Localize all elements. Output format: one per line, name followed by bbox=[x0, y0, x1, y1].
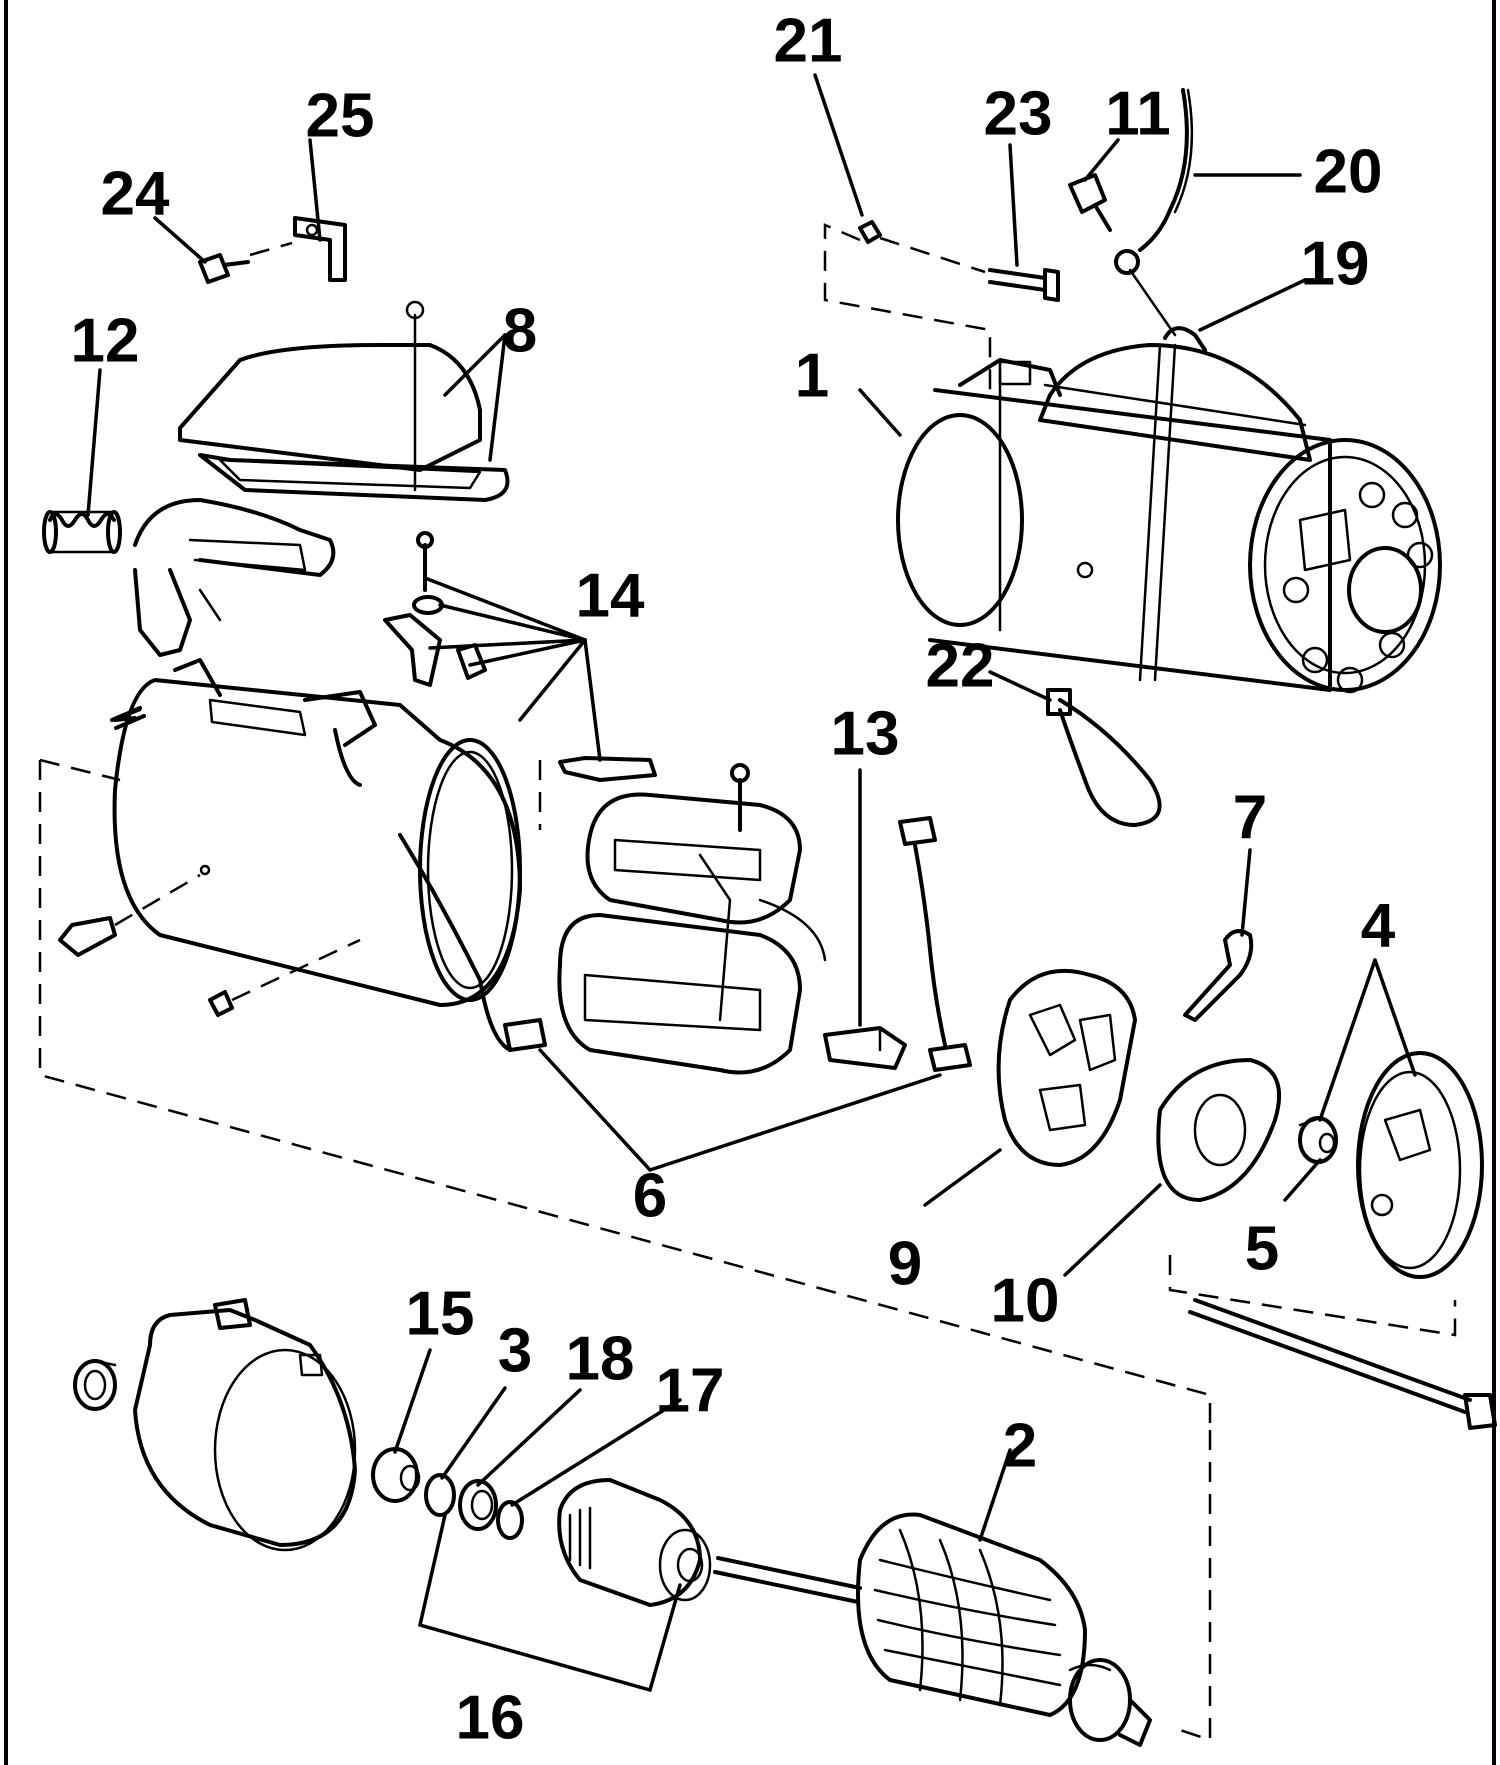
part-brush-holder bbox=[823, 1026, 907, 1070]
part-terminal-screw bbox=[1068, 173, 1112, 232]
callout-11: 11 bbox=[1105, 79, 1171, 148]
callout-18: 18 bbox=[566, 1324, 635, 1393]
part-ring-3 bbox=[424, 1473, 456, 1517]
part-lead-wire bbox=[1114, 88, 1194, 275]
callout-23: 23 bbox=[984, 79, 1053, 148]
callout-9: 9 bbox=[888, 1229, 922, 1298]
enclosure-dashed-left bbox=[38, 760, 1212, 1430]
callout-2: 2 bbox=[1003, 1411, 1037, 1480]
part-pin bbox=[110, 706, 146, 730]
callout-14: 14 bbox=[576, 561, 645, 630]
callout-15: 15 bbox=[406, 1279, 475, 1348]
part-bolt bbox=[988, 268, 1060, 302]
enclosure-dashed-right bbox=[1179, 1430, 1212, 1742]
part-screw-small bbox=[198, 241, 293, 284]
part-drive-pinion bbox=[557, 1478, 712, 1607]
callout-6: 6 bbox=[633, 1161, 667, 1230]
part-clip bbox=[293, 216, 347, 282]
leader-fan-14 bbox=[423, 576, 602, 762]
part-cover-and-gasket bbox=[178, 300, 510, 502]
part-connector-strap bbox=[1183, 929, 1254, 1022]
part-drive-bushing bbox=[73, 1359, 117, 1411]
part-retainer-17 bbox=[496, 1500, 524, 1540]
callout-5: 5 bbox=[1245, 1214, 1279, 1283]
bolt-dashed-bracket bbox=[1168, 1255, 1457, 1337]
callout-25: 25 bbox=[306, 81, 375, 150]
part-through-bolt bbox=[1188, 1298, 1497, 1430]
part-armature bbox=[713, 1512, 1152, 1747]
part-brush-plate bbox=[996, 968, 1137, 1167]
callout-22: 22 bbox=[926, 631, 995, 700]
part-insulator-washer bbox=[1156, 1058, 1282, 1202]
lead-to-strap bbox=[1128, 268, 1177, 337]
part-brush-right bbox=[898, 816, 972, 1072]
callout-7: 7 bbox=[1233, 783, 1267, 852]
callout-12: 12 bbox=[71, 306, 140, 375]
callout-19: 19 bbox=[1301, 229, 1370, 298]
callout-3: 3 bbox=[498, 1316, 532, 1385]
part-bushing-end bbox=[1298, 1116, 1338, 1164]
part-end-cap bbox=[1356, 1051, 1484, 1279]
part-brush-left bbox=[503, 1018, 547, 1052]
enclosure-dashed-top bbox=[39, 758, 121, 782]
part-plunger-lever bbox=[133, 498, 336, 657]
part-housing-screw-left bbox=[58, 873, 201, 957]
part-collar-18 bbox=[458, 1479, 498, 1531]
leader-lines bbox=[86, 73, 1417, 1693]
part-nut bbox=[858, 220, 882, 244]
part-housing-screw-bottom bbox=[208, 938, 361, 1017]
part-field-frame-housing bbox=[112, 658, 522, 1052]
part-bushing-15 bbox=[371, 1447, 421, 1503]
callout-20: 20 bbox=[1314, 137, 1383, 206]
callout-24: 24 bbox=[101, 159, 170, 228]
callout-13: 13 bbox=[831, 699, 900, 768]
bracket-dashed-23 bbox=[879, 236, 986, 274]
callout-21: 21 bbox=[774, 6, 843, 75]
callout-1: 1 bbox=[795, 341, 829, 410]
part-field-coils bbox=[557, 763, 827, 1075]
part-spring bbox=[42, 510, 122, 554]
callout-10: 10 bbox=[991, 1266, 1060, 1335]
bracket-dashed-21 bbox=[823, 223, 992, 395]
callout-17: 17 bbox=[656, 1356, 725, 1425]
callout-8: 8 bbox=[503, 296, 537, 365]
callout-4: 4 bbox=[1361, 891, 1396, 960]
callout-16: 16 bbox=[456, 1683, 525, 1752]
part-drive-housing bbox=[133, 1298, 357, 1552]
part-ring-clamp bbox=[1046, 688, 1162, 827]
part-strap bbox=[1163, 326, 1207, 352]
assembled-starter-motor bbox=[896, 343, 1442, 694]
